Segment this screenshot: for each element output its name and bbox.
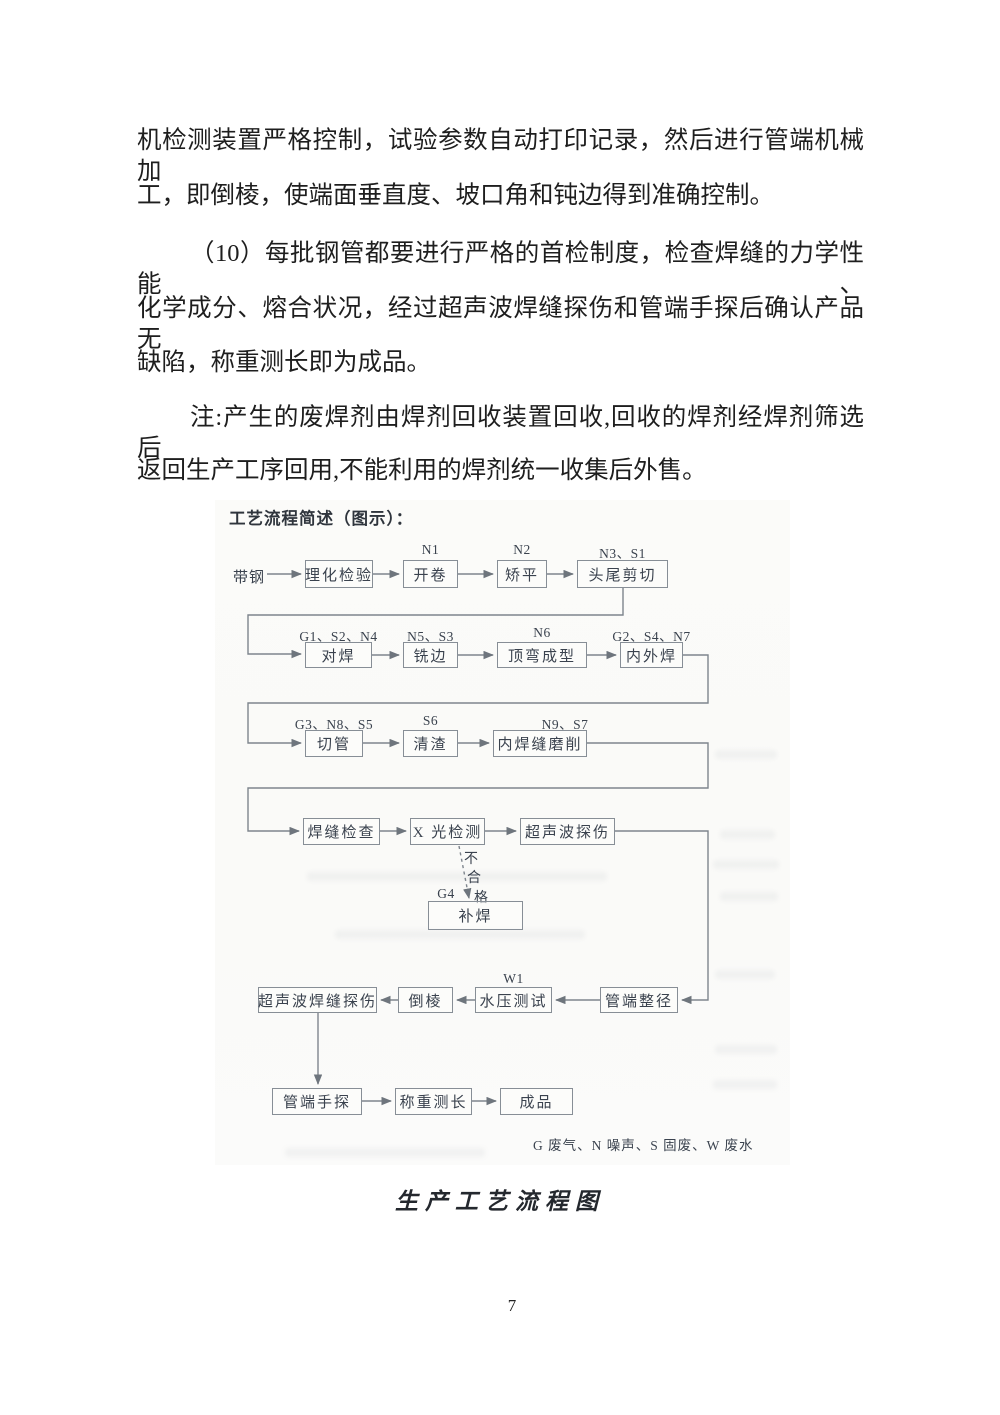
flow-box-label: 超声波探伤 — [524, 825, 610, 841]
flow-box-label: 水压测试 — [479, 993, 548, 1010]
flow-box-label: 内焊缝磨削 — [497, 737, 583, 753]
flow-box-finished-product: 成品 — [500, 1088, 573, 1115]
flow-box-chamfering: 倒棱 — [398, 987, 453, 1013]
flow-box-ultrasonic-weld-testing: 超声波焊缝探伤 — [258, 987, 377, 1013]
flow-box-pipe-end-sizing: 管端整径 — [600, 987, 678, 1013]
flow-start-strip-steel: 带钢 — [233, 570, 266, 586]
flow-box-inside-outside-welding: 内外焊 — [620, 642, 683, 668]
flow-note-n9-s7: N9、S7 — [541, 717, 589, 732]
paragraph-line: 机检测装置严格控制，试验参数自动打印记录，然后进行管端机械加 — [137, 127, 864, 185]
figure-caption: 生产工艺流程图 — [395, 1189, 605, 1214]
paragraph-line: 注:产生的废焊剂由焊剂回收装置回收,回收的焊剂经焊剂筛选后 — [137, 404, 864, 462]
flow-box-repair-welding: 补焊 — [428, 901, 523, 930]
flow-note-n2: N2 — [513, 542, 531, 557]
flow-box-label: 理化检验 — [305, 567, 374, 584]
flow-box-ultrasonic-testing: 超声波探伤 — [520, 818, 615, 845]
flow-box-label: 焊缝检查 — [307, 825, 376, 841]
flow-note-n5-s3: N5、S3 — [407, 629, 454, 644]
process-flowchart-figure: 工艺流程简述（图示）： 带钢 N1 N2 N3、S1 理化检验 开卷 矫平 头尾… — [215, 500, 790, 1165]
flow-note-g2-s4-n7: G2、S4、N7 — [612, 629, 691, 644]
flow-box-butt-welding: 对焊 — [305, 642, 372, 668]
paragraph-line: 化学成分、熔合状况，经过超声波焊缝探伤和管端手探后确认产品无 — [137, 295, 864, 353]
flow-box-weld-inspection: 焊缝检查 — [303, 818, 380, 845]
flow-box-leveling: 矫平 — [497, 560, 547, 588]
flow-box-label: 管端整径 — [604, 993, 673, 1010]
flow-box-physical-chemical-inspection: 理化检验 — [305, 560, 373, 588]
flow-box-hydrostatic-test: 水压测试 — [475, 987, 552, 1013]
flow-box-label: 超声波焊缝探伤 — [258, 993, 378, 1010]
flow-note-g4: G4 — [437, 886, 455, 901]
flow-box-label: 补焊 — [458, 909, 493, 925]
page-number: 7 — [507, 1296, 517, 1315]
flow-box-label: 对焊 — [321, 648, 356, 665]
flow-box-pipe-end-manual-probe: 管端手探 — [272, 1088, 362, 1115]
flow-box-label: 头尾剪切 — [588, 567, 657, 584]
flow-note-s6: S6 — [422, 713, 439, 728]
flow-box-label: 开卷 — [413, 567, 448, 584]
flow-box-inner-weld-grinding: 内焊缝磨削 — [493, 730, 587, 757]
flow-box-label: 切管 — [316, 737, 351, 753]
flow-box-uncoiling: 开卷 — [403, 560, 458, 588]
flow-box-label: 管端手探 — [282, 1095, 351, 1111]
flow-box-slag-cleaning: 清渣 — [403, 730, 458, 757]
fail-label-char: 不 — [464, 852, 478, 867]
paragraph-line: 工，即倒棱，使端面垂直度、坡口角和钝边得到准确控制。 — [137, 182, 774, 209]
flowchart-connectors — [247, 569, 709, 1106]
flow-box-xray-inspection: X 光检测 — [410, 818, 485, 845]
flow-note-g3-n8-s5: G3、N8、S5 — [294, 717, 374, 732]
flow-note-n6: N6 — [533, 625, 551, 640]
flow-note-n3-s1: N3、S1 — [599, 546, 646, 561]
flow-box-label: 矫平 — [504, 567, 539, 584]
flow-note-n1: N1 — [421, 542, 440, 557]
flow-box-label: X 光检测 — [412, 825, 483, 841]
flow-box-pre-bend-forming: 顶弯成型 — [497, 642, 587, 668]
paragraph-line: （10）每批钢管都要进行严格的首检制度，检查焊缝的力学性能、 — [137, 240, 864, 298]
flow-box-edge-milling: 铣边 — [403, 642, 458, 668]
flow-box-pipe-cutting: 切管 — [305, 730, 363, 757]
flow-note-g1-s2-n4: G1、S2、N4 — [299, 629, 378, 644]
flow-box-weighing-measuring: 称重测长 — [395, 1088, 472, 1115]
flow-box-head-tail-shearing: 头尾剪切 — [577, 560, 668, 588]
flow-box-label: 成品 — [519, 1095, 554, 1111]
flow-box-label: 倒棱 — [408, 993, 443, 1010]
paragraph-line: 缺陷，称重测长即为成品。 — [137, 349, 431, 376]
flowchart-legend: G 废气、N 噪声、S 固废、W 废水 — [533, 1138, 754, 1153]
fail-label-char: 合 — [467, 871, 481, 886]
flow-box-label: 称重测长 — [399, 1095, 468, 1111]
flow-box-label: 顶弯成型 — [507, 648, 576, 665]
flow-box-label: 内外焊 — [625, 648, 677, 665]
flow-box-label: 铣边 — [413, 648, 448, 665]
flow-box-label: 清渣 — [413, 737, 448, 753]
flowchart-title: 工艺流程简述（图示）： — [229, 509, 414, 528]
paragraph-line: 返回生产工序回用,不能利用的焊剂统一收集后外售。 — [137, 457, 707, 484]
flow-note-w1: W1 — [503, 971, 524, 986]
